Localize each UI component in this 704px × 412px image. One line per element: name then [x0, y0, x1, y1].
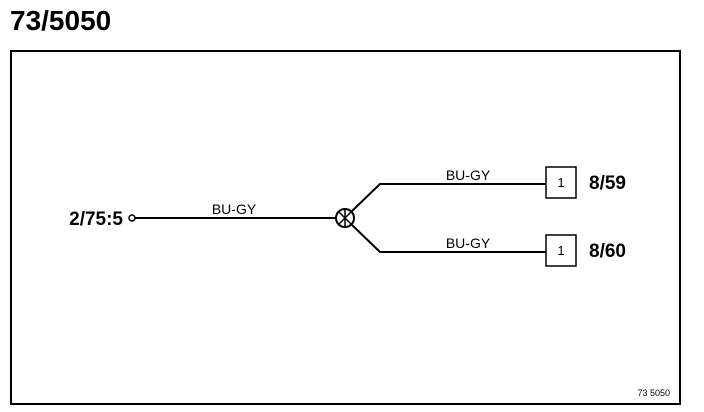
- branch-wire-label-2: BU-GY: [446, 235, 491, 251]
- diagram-frame: [10, 50, 681, 405]
- page-title: 73/5050: [10, 5, 112, 36]
- target-connector-label-2: 8/60: [589, 241, 626, 262]
- pin-number-2: 1: [557, 243, 564, 258]
- branch-wire-label-1: BU-GY: [446, 167, 491, 183]
- branch-wire-1[interactable]: [351, 183, 546, 212]
- splice-junction-icon[interactable]: [335, 208, 355, 228]
- pin-box-2[interactable]: [545, 234, 577, 267]
- drawing-reference: 73 5050: [637, 388, 670, 398]
- branch-wire-2[interactable]: [351, 224, 546, 253]
- pin-box-1[interactable]: [545, 166, 577, 199]
- main-wire-label: BU-GY: [212, 201, 257, 217]
- source-terminal-icon[interactable]: [128, 214, 136, 222]
- target-connector-label-1: 8/59: [589, 173, 626, 194]
- source-connector-label: 2/75:5: [69, 209, 123, 230]
- pin-number-1: 1: [557, 175, 564, 190]
